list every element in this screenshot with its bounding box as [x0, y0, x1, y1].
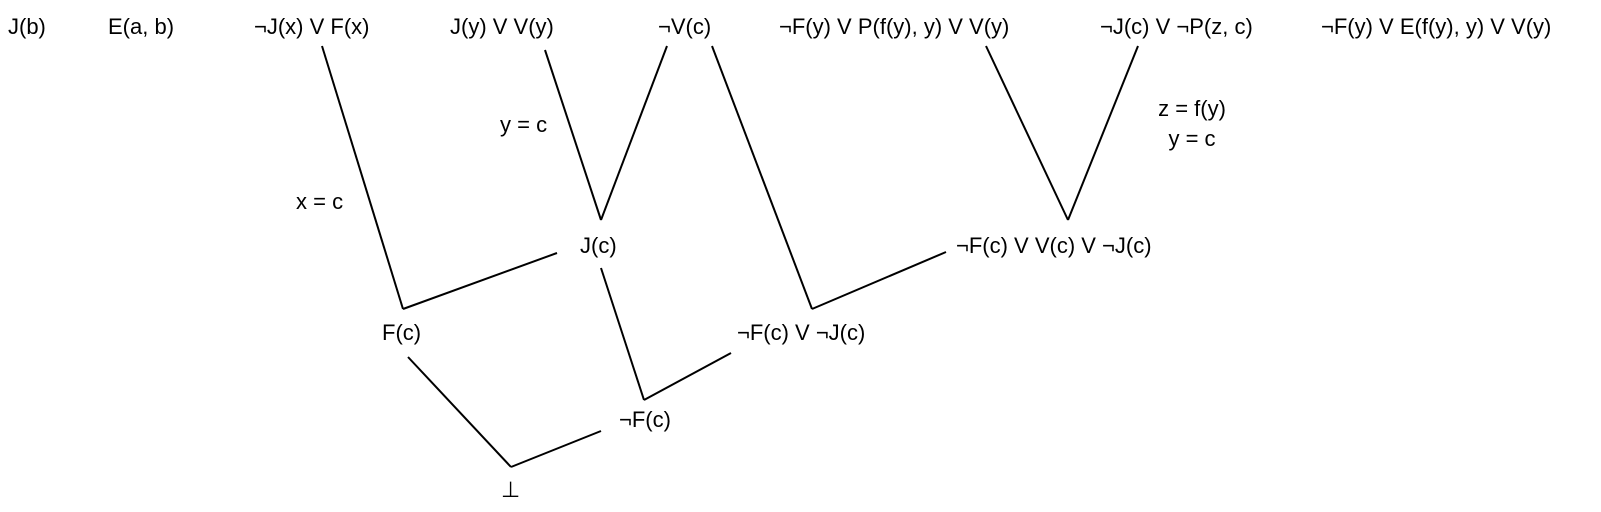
edge-notv-to-jc: [600, 45, 668, 221]
edge-jc-to-fc: [402, 252, 558, 310]
premise-notf-or-p-or-v: ¬F(y) V P(f(y), y) V V(y): [779, 14, 1010, 39]
edge-notf-v-notj-to-notf-notj: [811, 251, 947, 310]
derived-notfc: ¬F(c): [619, 407, 671, 432]
edge-notv-to-notf-notj: [711, 45, 813, 310]
substitution-y-c: y = c: [500, 112, 548, 137]
edge-notf-or-p-to-resolvent: [985, 45, 1069, 221]
edge-fc-to-bottom: [407, 356, 512, 468]
derived-notf-v-notj: ¬F(c) V V(c) V ¬J(c): [956, 233, 1152, 258]
premise-notf-or-e-or-v: ¬F(y) V E(f(y), y) V V(y): [1321, 14, 1552, 39]
derived-bottom: ⊥: [501, 477, 521, 502]
substitution-y-c-2: y = c: [1168, 126, 1216, 151]
premise-notv: ¬V(c): [658, 14, 712, 39]
premise-notj-or-notp: ¬J(c) V ¬P(z, c): [1100, 14, 1253, 39]
edge-jc-to-notfc: [600, 267, 645, 401]
derived-fc: F(c): [382, 320, 422, 345]
edge-notj-or-f-to-fc: [321, 45, 404, 310]
derived-jc: J(c): [580, 233, 617, 258]
edge-notj-or-notp-to-resolvent: [1067, 45, 1139, 221]
substitution-z-fy: z = f(y): [1158, 96, 1226, 121]
premise-jb: J(b): [8, 14, 46, 39]
edge-notfc-to-bottom: [510, 430, 602, 468]
substitution-x-c: x = c: [296, 189, 344, 214]
derived-notf-notj: ¬F(c) V ¬J(c): [737, 320, 866, 345]
edge-notf-notj-to-notfc: [643, 352, 732, 401]
premise-j-or-v: J(y) V V(y): [450, 14, 554, 39]
premise-notj-or-f: ¬J(x) V F(x): [254, 14, 370, 39]
edge-j-or-v-to-jc: [544, 49, 602, 221]
premise-eab: E(a, b): [108, 14, 175, 39]
